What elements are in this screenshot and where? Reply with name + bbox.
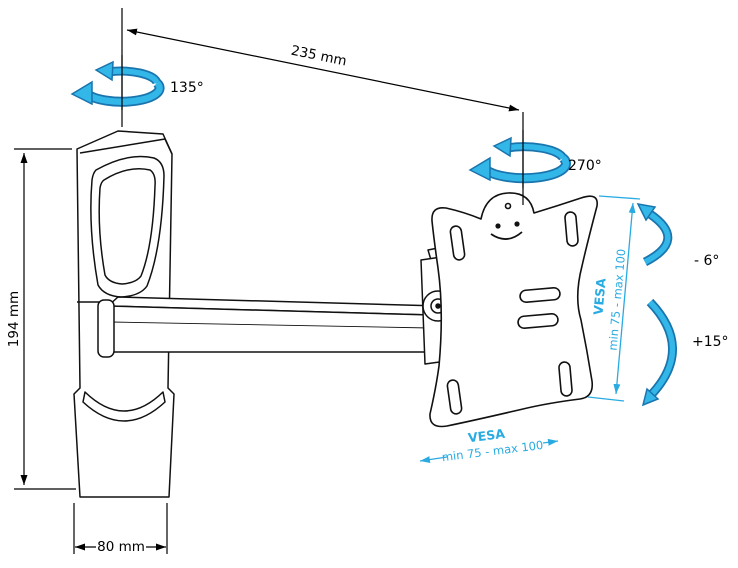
- wall-plate-cover-inner: [98, 168, 156, 285]
- tilt-up-label: - 6°: [694, 253, 719, 269]
- arm-groove-line: [111, 321, 431, 329]
- vesa-slot-bottom-right: [558, 361, 573, 397]
- swivel-135-arrowhead-front: [70, 80, 93, 106]
- swivel-135-arrowhead-back: [94, 60, 114, 82]
- vesa-plate: [429, 192, 598, 428]
- arm-wall-hinge: [97, 299, 115, 358]
- vesa-side-dim-line: [613, 202, 636, 395]
- dim-80-label: 80 mm: [97, 539, 145, 555]
- vesa-bottom-dim-left: [419, 456, 448, 463]
- tilt-arrow-down-icon: [641, 298, 677, 407]
- smiley-face: [490, 202, 523, 240]
- vesa-slot-mid-upper: [519, 286, 561, 304]
- dimension-lines: [14, 8, 524, 554]
- arm-front-face: [107, 305, 433, 353]
- vesa-side-ext-bottom: [587, 396, 625, 402]
- dim-194-label: 194 mm: [6, 291, 22, 347]
- vesa-bottom-title-label: VESA: [467, 426, 506, 445]
- swivel-270-arrowhead-back: [492, 136, 512, 158]
- swivel-arrow-270-icon: [468, 136, 571, 184]
- swivel-135-label: 135°: [170, 80, 204, 96]
- smiley-mouth: [490, 231, 523, 240]
- elbow-hub-screw: [435, 303, 441, 309]
- dim-line-235: [126, 28, 520, 112]
- vesa-bottom-dim-right: [542, 438, 559, 446]
- vesa-side-ext-top: [598, 195, 641, 200]
- swivel-270-arrowhead-front: [468, 156, 491, 182]
- swivel-arrow-135-icon: [70, 60, 165, 107]
- swivel-270-label: 270°: [568, 158, 602, 174]
- vesa-dimension-lines: [419, 195, 641, 463]
- vesa-slot-top-right: [564, 211, 579, 247]
- tilt-arrow-up-icon: [636, 203, 673, 267]
- smiley-eye-right: [514, 221, 520, 227]
- vesa-side-title-label: VESA: [590, 277, 608, 315]
- smiley-eye-left: [495, 223, 501, 229]
- vesa-slot-top-left: [449, 225, 466, 261]
- vesa-plate-outline: [429, 192, 598, 428]
- vesa-slot-bottom-left: [446, 379, 463, 415]
- vesa-slot-mid-lower: [517, 312, 559, 330]
- mounting-arm: [97, 296, 441, 358]
- wall-plate-lower-cutout: [82, 391, 166, 422]
- smiley-head-hole: [504, 202, 512, 210]
- wall-plate-top-edge: [79, 138, 173, 155]
- tilt-down-label: +15°: [692, 334, 729, 350]
